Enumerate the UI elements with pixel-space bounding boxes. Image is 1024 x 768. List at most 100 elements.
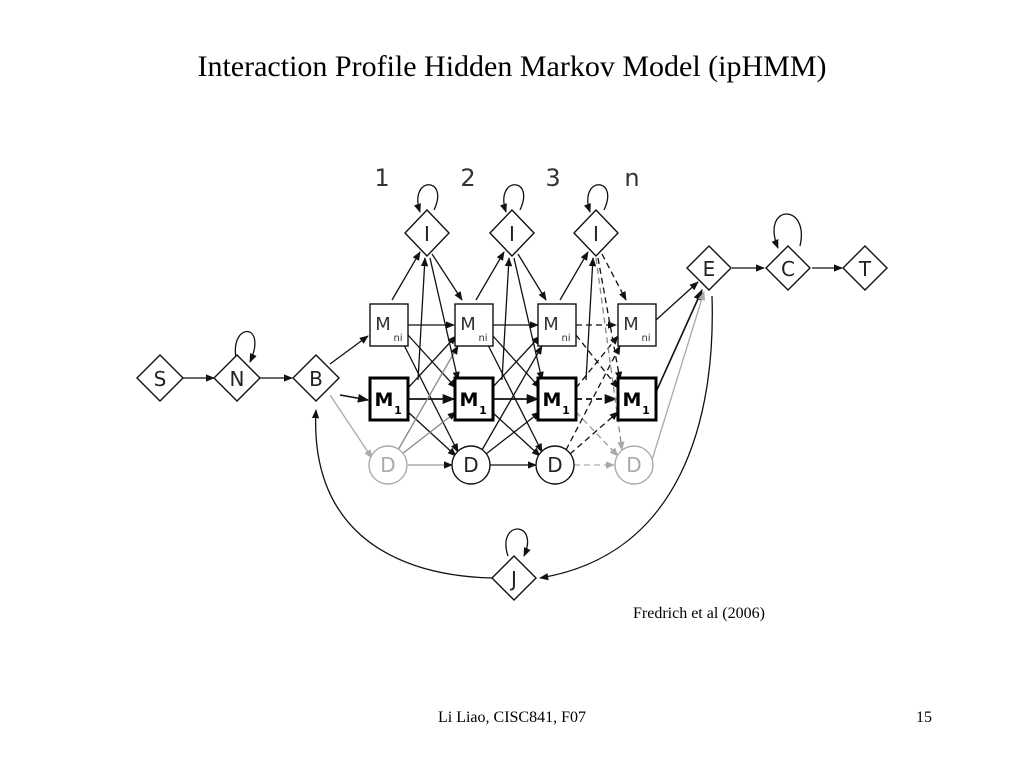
edge-mni1-d2 [403,344,459,453]
edge-i3-mnin [601,253,627,301]
state-n: N [213,354,261,402]
self-loop-i1 [413,184,439,213]
self-loop-i2 [499,184,525,213]
column-number-3: 3 [545,164,560,192]
state-b-label: B [309,367,323,391]
slide-title: Interaction Profile Hidden Markov Model … [197,50,827,83]
transition-edges [182,184,843,581]
state-t-label: T [858,257,872,281]
self-loop-n [234,330,257,363]
edge-i3-m1n [597,257,623,381]
edge-d2-m13 [485,411,541,455]
state-insert-3: I [573,208,619,258]
state-delete-2: D [451,445,491,485]
edge-m13-mnin [575,335,619,389]
state-match-ni-3-sub: ni [561,333,570,344]
edge-mni2-i2 [475,251,505,301]
state-delete-3-label: D [547,453,562,477]
state-j-label: J [509,567,517,591]
state-match-1-2-label: M [460,389,479,411]
edge-m12-i2 [501,257,513,381]
state-match-ni-1-label: M [375,314,391,335]
edge-m12-mni3 [491,335,541,389]
self-loop-j [505,528,531,557]
state-insert-2: I [489,208,535,258]
footer-author-course: Li Liao, CISC841, F07 [437,709,586,726]
state-match-ni-n-label: M [623,314,639,335]
state-s-label: S [154,367,167,391]
edge-mni2-d3 [487,344,543,453]
edge-i2-mni3 [517,253,547,301]
state-s: S [136,354,184,402]
state-match-ni-2-label: M [460,314,476,335]
column-number-n: n [624,164,639,192]
edge-m11-i1 [417,257,429,381]
state-delete-n: D [614,445,654,485]
edge-mni1-i1 [391,251,421,301]
edge-dn-e [651,291,706,461]
state-match-ni-1-sub: ni [393,333,402,344]
state-match-1-n: M 1 [616,376,658,422]
column-number-1: 1 [374,164,389,192]
state-match-ni-1: M ni [369,303,409,347]
state-nodes: S N B I I I M ni [136,208,888,601]
state-match-ni-2: M ni [454,303,494,347]
edge-m11-mni2 [407,335,457,389]
edge-mnin-e [655,281,699,321]
state-insert-2-label: I [509,222,515,246]
edge-m13-dn [575,411,619,457]
state-match-1-3-label: M [543,389,562,411]
column-numbers: 1 2 3 n [374,164,639,192]
self-loop-c [771,213,802,249]
column-number-2: 2 [460,164,475,192]
edge-i1-m12 [429,257,460,381]
edge-d3-m1n [569,411,619,455]
state-c: C [765,245,811,291]
state-match-ni-2-sub: ni [478,333,487,344]
state-match-1-n-sub: 1 [642,404,650,417]
state-match-1-1: M 1 [368,376,410,422]
state-b: B [292,354,340,402]
edge-mni3-i3 [559,251,589,301]
edge-m13-i3 [585,257,597,381]
page-number: 15 [916,709,932,726]
state-match-1-n-label: M [623,389,642,411]
state-match-ni-n-sub: ni [641,333,650,344]
edge-b-m1-1 [339,393,370,403]
edge-b-d-1 [329,394,373,459]
state-delete-1: D [368,445,408,485]
edge-b-mni-1 [329,335,369,365]
state-match-1-1-sub: 1 [394,404,402,417]
state-delete-3: D [535,445,575,485]
self-loop-i3 [583,184,609,213]
state-e-label: E [703,257,716,281]
edge-e-j [539,295,713,581]
edge-m1n-e [655,288,703,393]
edge-i1-mni2 [431,253,463,301]
edge-j-b [311,409,493,579]
state-insert-1: I [404,208,450,258]
state-match-1-2-sub: 1 [479,404,487,417]
citation: Fredrich et al (2006) [633,605,765,622]
edge-d1-mni2 [397,345,459,451]
state-delete-n-label: D [626,453,641,477]
state-delete-1-label: D [380,453,395,477]
state-match-1-3: M 1 [536,376,578,422]
edge-i2-m13 [513,257,544,381]
state-match-1-1-label: M [375,389,394,411]
state-insert-3-label: I [593,222,599,246]
state-match-ni-n: M ni [617,303,657,347]
state-match-ni-3-label: M [543,314,559,335]
state-delete-2-label: D [463,453,478,477]
state-match-1-3-sub: 1 [562,404,570,417]
edge-d2-mni3 [481,345,543,451]
state-t: T [842,245,888,291]
state-e: E [686,245,732,291]
state-n-label: N [230,367,245,391]
state-match-1-2: M 1 [453,376,495,422]
state-match-ni-3: M ni [537,303,577,347]
edge-d1-m12 [401,411,457,455]
state-j: J [491,555,537,601]
state-insert-1-label: I [424,222,430,246]
